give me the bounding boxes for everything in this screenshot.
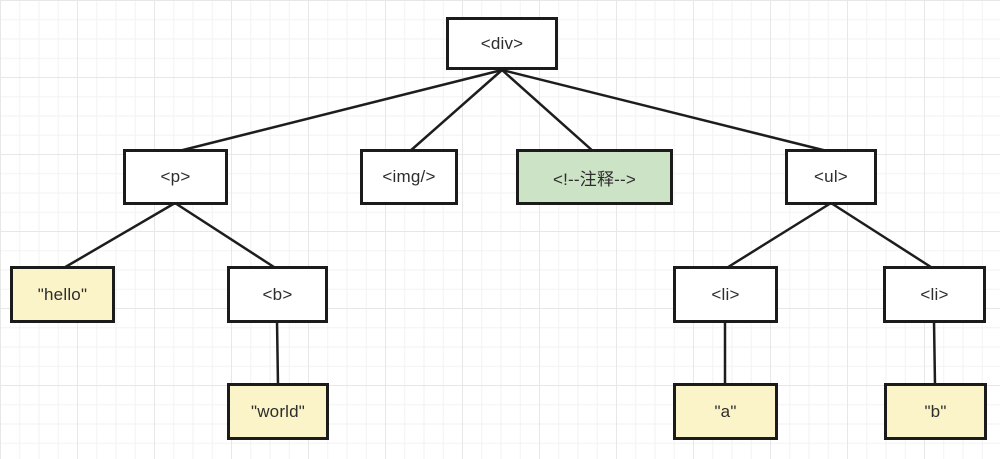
edge-ul-li2 [829, 201, 936, 271]
tree-node-li-2: <li> [883, 266, 986, 323]
tree-node-comment: <!--注释--> [516, 149, 673, 205]
edge-div-ul [500, 68, 833, 154]
edge-p-hello [60, 201, 177, 271]
edge-ul-li1 [723, 201, 833, 271]
edge-b-world [275, 319, 280, 387]
tree-node-div: <div> [446, 17, 558, 70]
tree-node-a-text: "a" [673, 383, 778, 440]
tree-node-img: <img/> [360, 149, 458, 205]
edge-div-comment [500, 68, 596, 154]
tree-node-b-text: "b" [884, 383, 987, 440]
tree-node-ul: <ul> [785, 149, 877, 205]
edge-div-p [173, 68, 504, 154]
tree-node-li-1: <li> [673, 266, 778, 323]
tree-node-b: <b> [227, 266, 328, 323]
edge-p-b [173, 201, 279, 271]
tree-node-hello-text: "hello" [10, 266, 115, 323]
tree-node-p: <p> [123, 149, 228, 205]
tree-node-world-text: "world" [227, 383, 329, 440]
edge-div-img [407, 68, 504, 154]
edge-li2-b [932, 319, 937, 387]
